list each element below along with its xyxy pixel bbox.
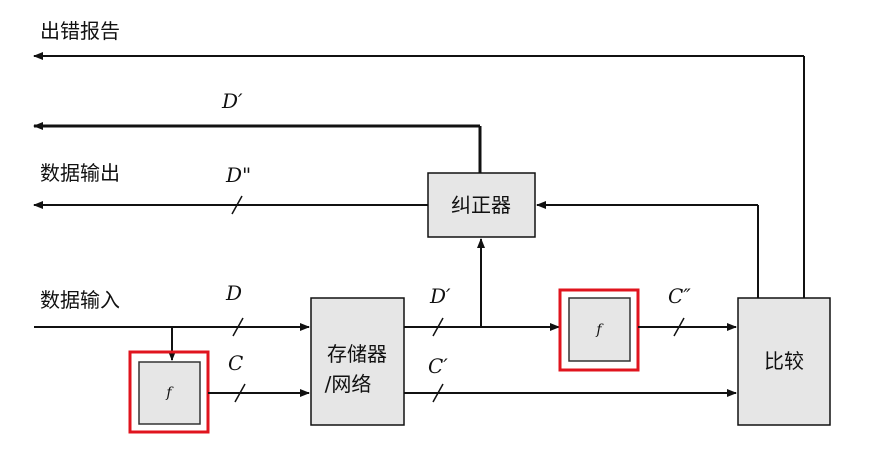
d-prime-mid-slash: [432, 317, 444, 337]
error-report-label: 出错报告: [40, 19, 120, 43]
storage-label-line1: 存储器: [327, 342, 387, 366]
c-double-slash: [673, 317, 685, 337]
data-output-slash: [231, 195, 243, 215]
signal-d-prime-mid: D′: [429, 284, 451, 308]
f-label-left: f: [165, 385, 174, 401]
corrector-label: 纠正器: [451, 193, 511, 217]
data-input-slash: [232, 317, 244, 337]
data-output-label: 数据输出: [40, 161, 120, 185]
storage-network-block: [310, 297, 405, 426]
f-block-left: [138, 361, 201, 425]
corrector-block: [427, 172, 536, 238]
c-line-slash: [234, 383, 246, 403]
signal-c-double: C″: [668, 284, 691, 308]
signal-c-prime: C′: [428, 354, 448, 378]
storage-label-line2: /网络: [325, 372, 372, 396]
c-prime-slash: [432, 383, 444, 403]
signal-d: D: [225, 281, 242, 305]
signal-d-prime-top: D′: [221, 89, 243, 113]
f-label-right: f: [595, 322, 604, 338]
compare-label: 比较: [764, 349, 804, 373]
compare-block: [737, 297, 831, 426]
f-block-right-highlight: [558, 288, 640, 372]
data-input-label: 数据输入: [40, 288, 120, 312]
signal-d-double: D": [225, 163, 251, 187]
signal-c: C: [228, 351, 243, 375]
f-block-right: [568, 297, 631, 362]
